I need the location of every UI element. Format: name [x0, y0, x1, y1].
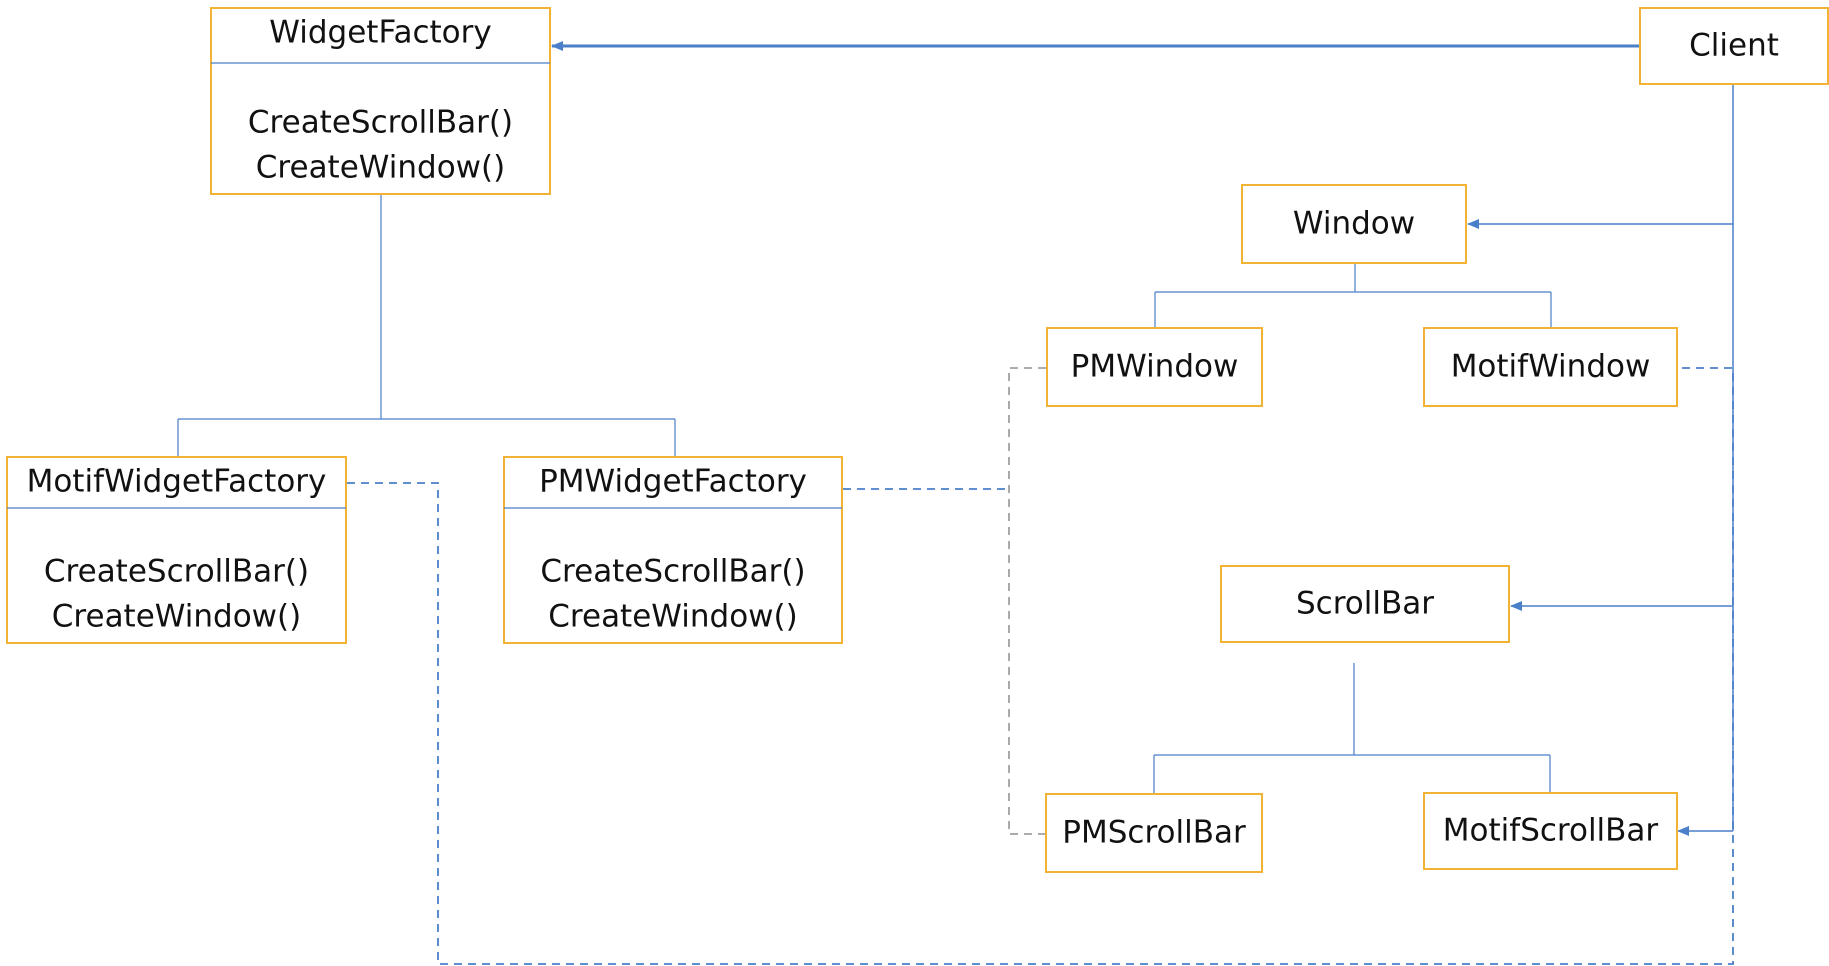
class-window[interactable]: Window — [1241, 184, 1467, 264]
class-motif-widget-factory[interactable]: MotifWidgetFactory CreateScrollBar() Cre… — [6, 456, 347, 644]
method-create-scrollbar: CreateScrollBar() — [248, 105, 513, 141]
class-motif-scroll-bar[interactable]: MotifScrollBar — [1423, 792, 1678, 870]
class-client[interactable]: Client — [1639, 7, 1829, 85]
creates-motifwidgetfactory — [347, 367, 1734, 965]
method-create-window: CreateWindow() — [548, 599, 797, 635]
class-pm-window[interactable]: PMWindow — [1046, 327, 1263, 407]
inheritance-scrollbar — [1153, 663, 1551, 793]
method-create-window: CreateWindow() — [256, 150, 505, 186]
class-name: MotifScrollBar — [1443, 813, 1659, 849]
class-name: MotifWidgetFactory — [27, 464, 327, 500]
method-create-scrollbar: CreateScrollBar() — [44, 554, 309, 590]
class-name: PMWidgetFactory — [539, 464, 807, 500]
class-name: ScrollBar — [1296, 586, 1434, 622]
inheritance-window — [1154, 263, 1552, 328]
method-create-window: CreateWindow() — [52, 599, 301, 635]
class-name: PMWindow — [1071, 349, 1239, 385]
class-widget-factory[interactable]: WidgetFactory CreateScrollBar() CreateWi… — [210, 7, 551, 195]
inheritance-widgetfactory — [177, 194, 676, 457]
class-name: Client — [1689, 28, 1779, 64]
class-name: MotifWindow — [1451, 349, 1651, 385]
class-name: PMScrollBar — [1062, 815, 1246, 851]
class-pm-widget-factory[interactable]: PMWidgetFactory CreateScrollBar() Create… — [503, 456, 843, 644]
class-motif-window[interactable]: MotifWindow — [1423, 327, 1678, 407]
method-create-scrollbar: CreateScrollBar() — [540, 554, 805, 590]
class-name: Window — [1293, 206, 1415, 242]
creates-pm-product-line — [1008, 367, 1046, 835]
class-name: WidgetFactory — [269, 15, 491, 51]
class-scroll-bar[interactable]: ScrollBar — [1220, 565, 1510, 643]
class-pm-scroll-bar[interactable]: PMScrollBar — [1045, 793, 1263, 873]
